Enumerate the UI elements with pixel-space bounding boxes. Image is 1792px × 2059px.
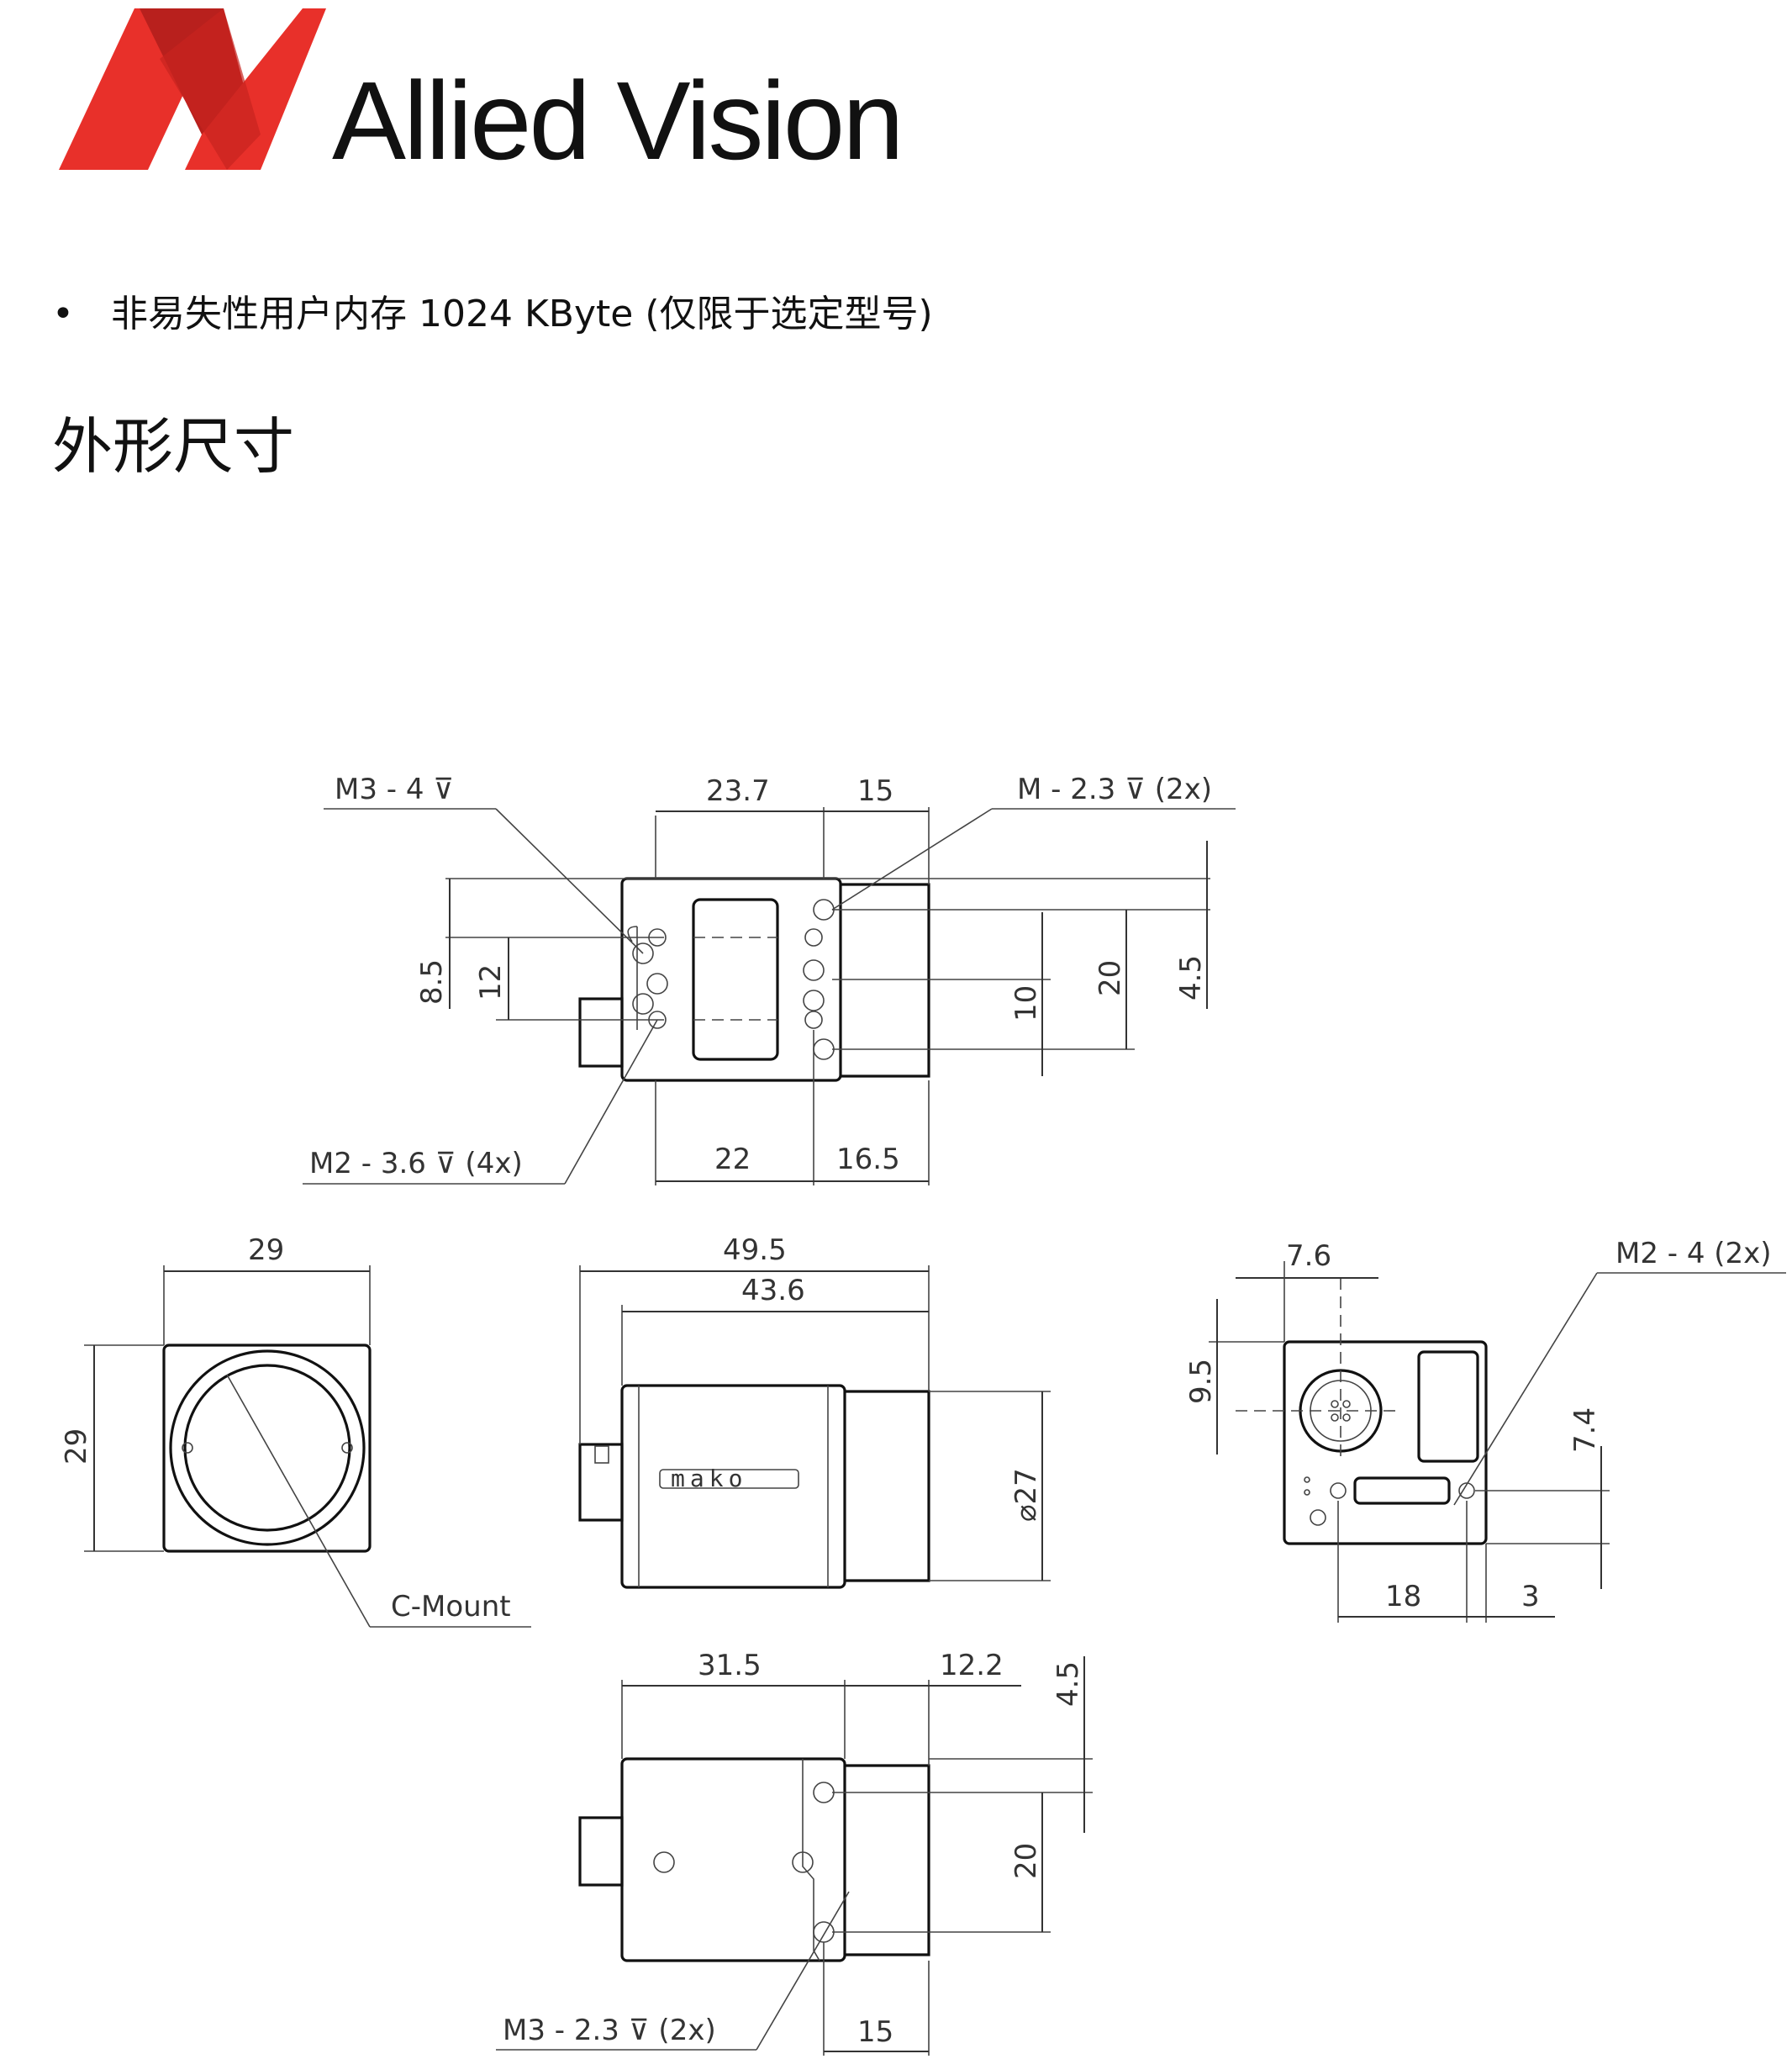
dim-16-5: 16.5 (836, 1143, 900, 1176)
allied-vision-mark-icon (59, 8, 326, 170)
section-title: 外形尺寸 (52, 411, 295, 482)
dim-22: 22 (714, 1143, 751, 1176)
c-mount-label: C-Mount (391, 1590, 511, 1623)
dim-20: 20 (1094, 960, 1127, 996)
dim-3: 3 (1521, 1580, 1540, 1613)
dim-7-4: 7.4 (1568, 1407, 1602, 1453)
dim-bottom-20: 20 (1009, 1843, 1043, 1879)
dim-15: 15 (857, 774, 893, 808)
dim-12: 12 (474, 964, 508, 1000)
dim-4-5: 4.5 (1174, 955, 1208, 1000)
brand-logo (59, 8, 950, 177)
dim-8-5: 8.5 (415, 959, 449, 1005)
dim-31-5: 31.5 (698, 1649, 762, 1682)
dim-9-5: 9.5 (1184, 1359, 1218, 1404)
front-view: 29 29 C-Mount (60, 1233, 531, 1628)
dim-23-7: 23.7 (706, 774, 770, 808)
dim-10: 10 (1009, 985, 1043, 1022)
callout-m-2-3: M - 2.3 ⊽ (2x) (1017, 773, 1212, 806)
side-view: mako 49.5 43.6 ⌀27 (578, 1233, 1051, 1589)
dim-43-6: 43.6 (741, 1274, 805, 1307)
callout-m3-4: M3 - 4 ⊽ (335, 773, 454, 806)
bottom-view: 31.5 12.2 4.5 20 15 M3 - 2.3 ⊽ (2x) (496, 1649, 1093, 2056)
brand-name: Allied Vision (332, 59, 904, 182)
mako-label: mako (671, 1465, 747, 1492)
top-view: 23.7 15 8.5 12 10 20 4.5 22 16.5 M3 - 4 … (303, 773, 1236, 1185)
rear-view: 7.6 9.5 7.4 18 3 M2 - 4 (2x) (1184, 1237, 1786, 1623)
bullet-dot-icon: • (52, 293, 74, 335)
dim-front-width: 29 (248, 1233, 284, 1267)
dim-bottom-15: 15 (857, 2015, 893, 2049)
dim-18: 18 (1385, 1580, 1421, 1613)
dim-front-height: 29 (60, 1428, 93, 1465)
callout-m2-4: M2 - 4 (2x) (1615, 1237, 1772, 1270)
dim-7-6: 7.6 (1286, 1239, 1331, 1273)
callout-m2-3-6: M2 - 3.6 ⊽ (4x) (309, 1147, 523, 1180)
bullet-text: 非易失性用户内存 1024 KByte (仅限于选定型号) (111, 293, 933, 335)
dim-12-2: 12.2 (940, 1649, 1004, 1682)
callout-m3-2-3: M3 - 2.3 ⊽ (2x) (503, 2014, 716, 2047)
bullet-item: • 非易失性用户内存 1024 KByte (仅限于选定型号) (52, 296, 933, 333)
dimension-drawing: 23.7 15 8.5 12 10 20 4.5 22 16.5 M3 - 4 … (60, 773, 1786, 2056)
dim-diameter-27: ⌀27 (1009, 1468, 1043, 1522)
dim-49-5: 49.5 (723, 1233, 787, 1267)
dim-bottom-4-5: 4.5 (1051, 1661, 1085, 1707)
